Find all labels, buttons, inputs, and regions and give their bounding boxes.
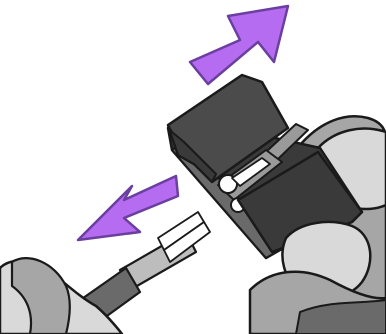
arrow-remove-fiber-icon [78, 176, 178, 240]
arrow-open-lid-icon [190, 6, 288, 84]
